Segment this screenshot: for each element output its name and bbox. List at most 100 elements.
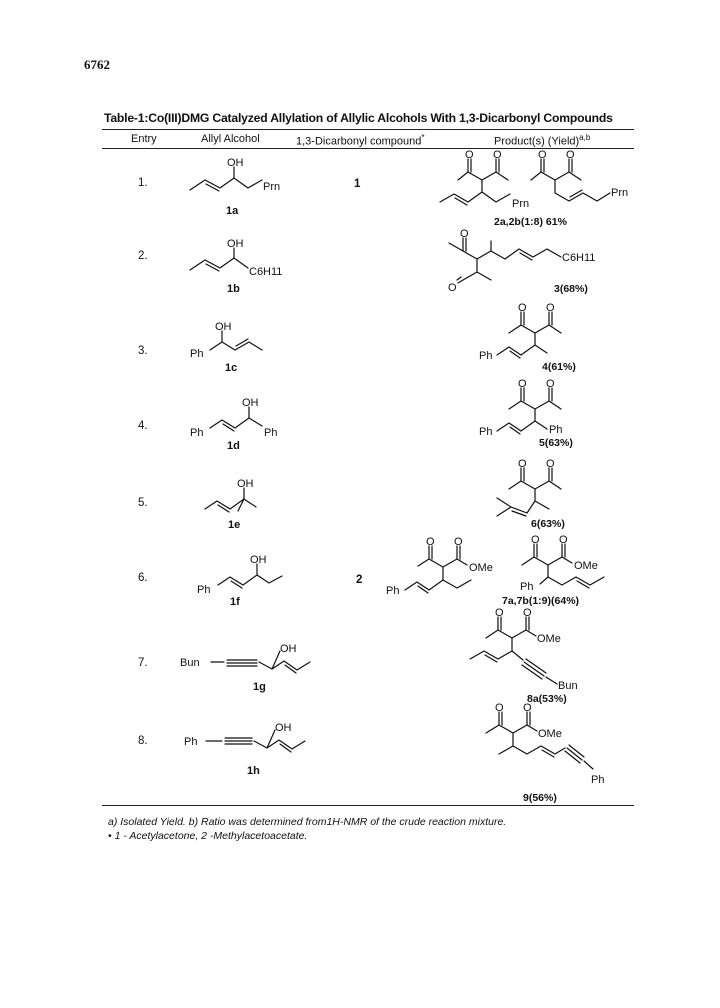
atom-label-oh: OH [237, 478, 254, 490]
atom-label-o: O [518, 458, 527, 470]
product-structure-4 [496, 311, 562, 359]
atom-label-ome: OMe [469, 562, 493, 574]
alcohol-label: 1c [225, 362, 237, 374]
atom-label-bun: Bun [180, 657, 200, 669]
header-dicarbonyl: 1,3-Dicarbonyl compound* [296, 133, 424, 148]
atom-label-ph: Ph [190, 427, 203, 439]
entry-number: 6. [138, 572, 148, 584]
atom-label-o: O [518, 378, 527, 390]
atom-label-o: O [523, 702, 532, 714]
product-label: 9(56%) [523, 792, 557, 804]
alcohol-structure-1e [204, 487, 257, 513]
product-structure-3 [448, 237, 562, 284]
footnote-yield-ratio: a) Isolated Yield. b) Ratio was determin… [108, 816, 507, 828]
atom-label-oh: OH [242, 397, 259, 409]
table-top-rule [102, 129, 634, 130]
alcohol-label: 1g [253, 681, 266, 693]
atom-label-ph: Ph [386, 585, 399, 597]
atom-label-ph: Ph [184, 736, 197, 748]
header-product: Product(s) (Yield)a,b [494, 133, 590, 148]
product-structure-9 [485, 711, 594, 770]
atom-label-ph: Ph [549, 424, 562, 436]
alcohol-label: 1d [227, 440, 240, 452]
atom-label-ph: Ph [479, 350, 492, 362]
atom-label-ph: Ph [190, 348, 203, 360]
atom-label-ph: Ph [197, 584, 210, 596]
product-label: 5(63%) [539, 437, 573, 449]
atom-label-prn: Prn [263, 181, 280, 193]
atom-label-o: O [546, 378, 555, 390]
alcohol-label: 1e [228, 519, 240, 531]
alcohol-label: 1b [227, 283, 240, 295]
header-product-sup: a,b [579, 133, 591, 142]
atom-label-bun: Bun [558, 680, 578, 692]
product-label: 4(61%) [542, 361, 576, 373]
table-bottom-rule [102, 805, 634, 806]
alcohol-structure-1c [209, 330, 263, 351]
atom-label-ome: OMe [574, 560, 598, 572]
atom-label-o: O [531, 534, 540, 546]
product-structure-8a [469, 616, 558, 685]
alcohol-label: 1f [230, 596, 240, 608]
entry-number: 2. [138, 250, 148, 262]
alcohol-structure-1f [217, 563, 283, 589]
header-product-text: Product(s) (Yield) [494, 135, 580, 148]
atom-label-prn: Prn [512, 198, 529, 210]
atom-label-oh: OH [215, 321, 232, 333]
atom-label-o: O [559, 534, 568, 546]
atom-label-c6h11: C6H11 [249, 266, 282, 278]
product-label: 6(63%) [531, 518, 565, 530]
alcohol-label: 1h [247, 765, 260, 777]
product-structure-2b [530, 158, 611, 202]
atom-label-o: O [448, 282, 457, 294]
atom-label-prn: Prn [611, 187, 628, 199]
product-structure-2a [439, 158, 511, 206]
table-header-rule [102, 148, 634, 149]
product-structure-6 [496, 467, 562, 517]
atom-label-c6h11: C6H11 [562, 252, 595, 264]
atom-label-oh: OH [275, 722, 292, 734]
alcohol-label: 1a [226, 205, 239, 217]
entry-number: 8. [138, 735, 148, 747]
alcohol-structure-1d [209, 406, 263, 432]
alcohol-structure-1h [205, 729, 306, 753]
entry-number: 5. [138, 497, 148, 509]
footnote-dicarbonyl-key: • 1 - Acetylacetone, 2 -Methylacetoaceta… [108, 830, 308, 842]
entry-number: 4. [138, 420, 148, 432]
atom-label-o: O [493, 149, 502, 161]
atom-label-oh: OH [227, 157, 244, 169]
atom-label-ph: Ph [591, 774, 604, 786]
alcohol-structure-1b [189, 247, 249, 272]
product-structure-7a [404, 545, 472, 594]
atom-label-o: O [518, 302, 527, 314]
atom-label-oh: OH [227, 238, 244, 250]
alcohol-structure-1a [189, 166, 263, 192]
atom-label-ome: OMe [538, 728, 562, 740]
atom-label-ph: Ph [479, 426, 492, 438]
atom-label-o: O [426, 536, 435, 548]
product-label: 2a,2b(1:8) 61% [494, 216, 568, 228]
dicarbonyl-number: 2 [356, 574, 363, 586]
entry-number: 3. [138, 345, 148, 357]
atom-label-o: O [523, 607, 532, 619]
page-number: 6762 [84, 57, 110, 72]
header-dicarbonyl-mark: * [421, 133, 425, 142]
table-title: Table-1:Co(III)DMG Catalyzed Allylation … [104, 111, 613, 125]
atom-label-oh: OH [280, 643, 297, 655]
atom-label-o: O [495, 702, 504, 714]
atom-label-o: O [546, 458, 555, 470]
product-structure-5 [496, 387, 562, 435]
atom-label-o: O [546, 302, 555, 314]
product-label: 8a(53%) [527, 693, 567, 705]
atom-label-oh: OH [250, 554, 267, 566]
atom-label-ph: Ph [520, 581, 533, 593]
product-label: 7a,7b(1:9)(64%) [502, 595, 579, 607]
dicarbonyl-number: 1 [354, 178, 361, 190]
atom-label-o: O [460, 228, 469, 240]
atom-label-o: O [454, 536, 463, 548]
product-label: 3(68%) [554, 283, 588, 295]
atom-label-o: O [465, 149, 474, 161]
header-entry: Entry [131, 133, 157, 145]
header-allyl-alcohol: Allyl Alcohol [201, 133, 260, 145]
